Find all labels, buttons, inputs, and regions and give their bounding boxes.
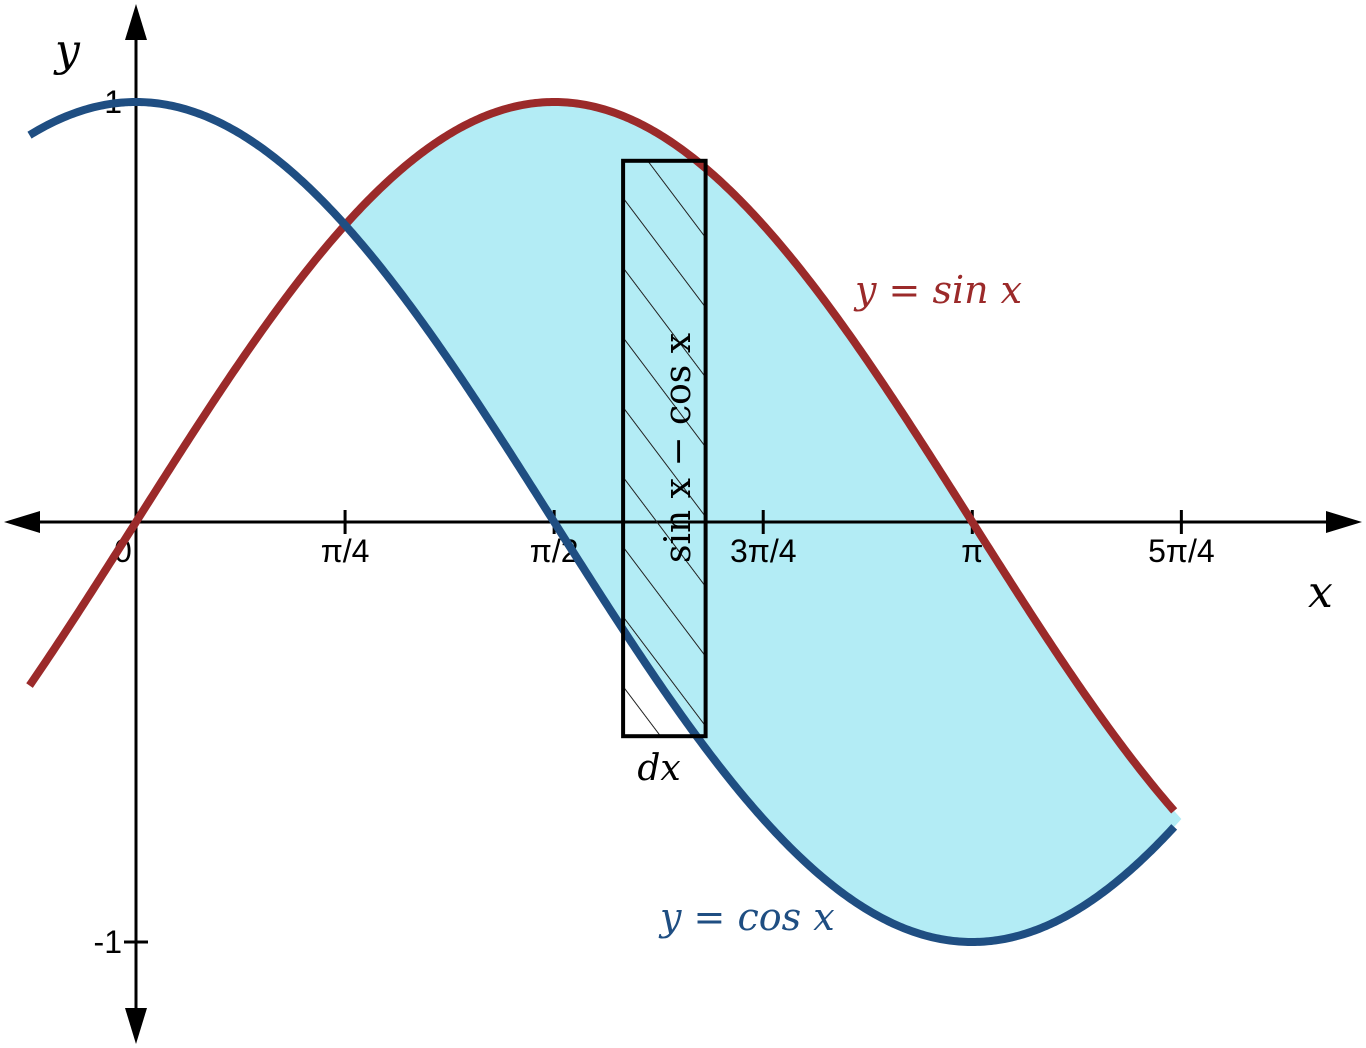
- strip-width-label: dx: [637, 748, 680, 789]
- cos-curve: [27, 98, 1178, 946]
- sin-curve-label: y = sin x: [853, 268, 1022, 312]
- y-axis-arrow-down: [125, 1008, 147, 1044]
- x-tick-label: 3π/4: [730, 533, 797, 569]
- x-tick-label: π: [961, 533, 983, 569]
- strip-height-label: sin x − cos x: [658, 333, 699, 563]
- x-axis-title: x: [1308, 567, 1333, 618]
- x-tick-label: π/4: [321, 533, 370, 569]
- y-axis-arrow-up: [125, 4, 147, 40]
- cos-curve-label: y = cos x: [658, 895, 835, 939]
- x-axis-arrow-left: [4, 511, 40, 533]
- strip-hatch-fill: [623, 160, 706, 737]
- strip-rectangle: [621, 158, 708, 739]
- y-axis-title: y: [53, 25, 81, 76]
- sin-curve: [26, 98, 1178, 814]
- x-axis-arrow-right: [1326, 511, 1362, 533]
- x-tick-label: 5π/4: [1148, 533, 1215, 569]
- y-tick-label: -1: [94, 924, 122, 960]
